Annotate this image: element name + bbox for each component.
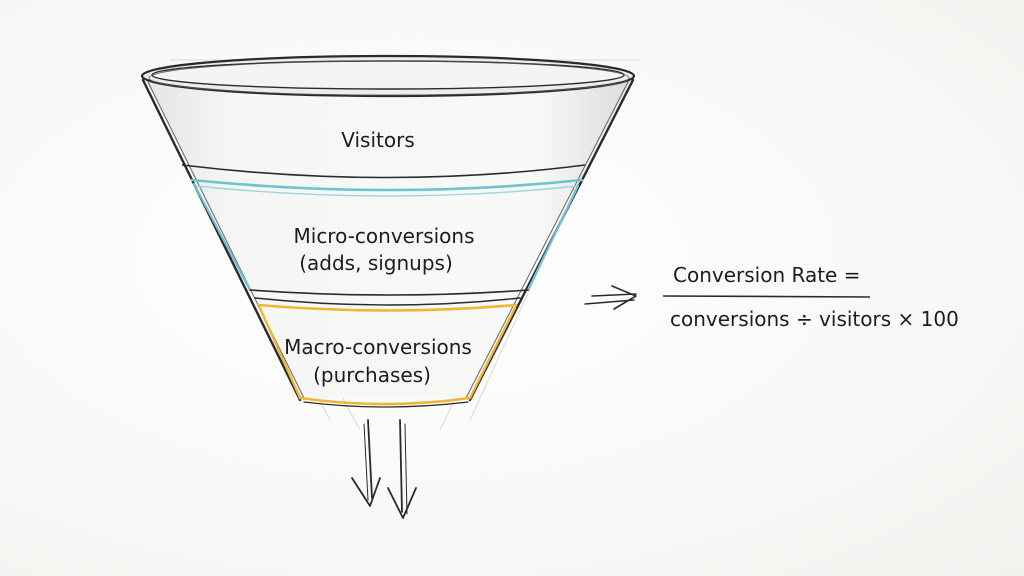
formula-fraction-bar: [662, 295, 871, 298]
output-arrows-icon: [351, 419, 417, 519]
micro-conversions-band: [190, 178, 584, 296]
visitors-band-edge: [181, 164, 586, 179]
stage-label-micro-conversions-detail: (adds, signups): [299, 251, 453, 275]
funnel-rim: [140, 54, 636, 98]
formula-denominator: conversions ÷ visitors × 100: [670, 307, 959, 331]
macro-conversions-band: [254, 297, 521, 408]
stage-label-micro-conversions: Micro-conversions: [294, 224, 475, 248]
arrow-right-icon: [584, 285, 637, 310]
stage-label-visitors: Visitors: [341, 128, 415, 152]
stage-label-macro-conversions: Macro-conversions: [284, 335, 472, 359]
funnel-body: [145, 78, 632, 398]
stage-label-macro-conversions-detail: (purchases): [313, 363, 431, 387]
formula-numerator: Conversion Rate =: [673, 263, 860, 287]
